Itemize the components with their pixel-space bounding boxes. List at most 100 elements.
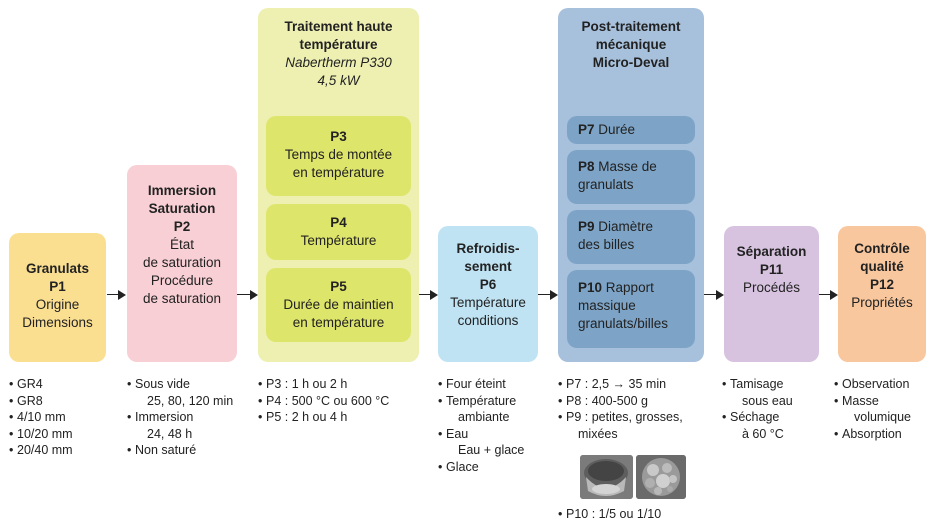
list-item: Glace (438, 459, 550, 476)
p3-line1: Temps de montée (284, 147, 393, 162)
list-item: P8 : 400-500 g (558, 393, 718, 410)
arrow-p6-p7 (538, 289, 558, 301)
p5-line1: Durée de maintien (283, 297, 394, 312)
separation-line1: Procédés (742, 280, 801, 295)
list-item: P7 : 2,5 → 35 min (558, 376, 718, 393)
mixed-balls-photo (636, 455, 686, 499)
post-title1: Post-traitement (581, 19, 681, 34)
list-item: Température (438, 393, 550, 410)
list-item-continuation: 24, 48 h (147, 426, 193, 441)
list-item: Observation (834, 376, 934, 393)
ball-bucket-photo (580, 455, 633, 499)
granulats-line2: Dimensions (22, 315, 93, 330)
p8-label: P8 Masse de (578, 158, 695, 176)
immersion-title1: Immersion (147, 183, 217, 198)
list-item: P5 : 2 h ou 4 h (258, 409, 428, 426)
p10-line3: granulats/billes (578, 316, 669, 331)
granulats-line1: Origine (35, 297, 80, 312)
separation-title: Séparation (736, 244, 807, 259)
post-traitement-list-bottom: P10 : 1/5 ou 1/10 (558, 506, 718, 523)
refroidissement-line1: Température (450, 295, 526, 310)
list-item-continuation: volumique (854, 410, 911, 425)
granulats-list: GR4 GR8 4/10 mm 10/20 mm 20/40 mm (9, 376, 109, 459)
controle-line1: Propriétés (851, 295, 913, 310)
separation-list: Tamisage sous eau Séchage à 60 °C (722, 376, 822, 442)
arrow-p1-p2 (107, 289, 126, 301)
p4-line1: Température (300, 233, 377, 248)
immersion-line4: de saturation (142, 291, 222, 306)
list-item: 4/10 mm (9, 409, 109, 426)
controle-title2: qualité (860, 259, 904, 274)
mixed-balls-photo-graphic (636, 455, 686, 499)
p10-line2: massique (578, 298, 636, 313)
list-item: GR8 (9, 393, 109, 410)
p9-line1: Diamètre (598, 219, 654, 234)
list-item: P10 : 1/5 ou 1/10 (558, 506, 718, 523)
p7-code: P7 (578, 122, 595, 137)
post-title3: Micro-Deval (592, 55, 670, 70)
list-item-continuation: à 60 °C (742, 426, 784, 441)
traitement-title2: température (299, 37, 378, 52)
refroidissement-title2: sement (464, 259, 512, 274)
list-item: Eau (438, 426, 550, 443)
p10-box: P10 Rapport massique granulats/billes (567, 270, 695, 348)
p7-label: P7 Durée (578, 121, 695, 139)
p5-box: P5 Durée de maintien en température (266, 268, 411, 342)
list-item: Tamisage (722, 376, 822, 393)
post-traitement-list: P7 : 2,5 → 35 min P8 : 400-500 g P9 : pe… (558, 376, 718, 442)
controle-box: Contrôle qualité P12 Propriétés (838, 226, 926, 362)
traitement-list: P3 : 1 h ou 2 h P4 : 500 °C ou 600 °C P5… (258, 376, 428, 426)
list-item: Immersion (127, 409, 249, 426)
granulats-title: Granulats (25, 261, 90, 276)
immersion-line2: de saturation (142, 255, 222, 270)
controle-title1: Contrôle (854, 241, 910, 256)
list-item: P9 : petites, grosses, (558, 409, 718, 426)
list-item: Sous vide (127, 376, 249, 393)
traitement-title1: Traitement haute (284, 19, 393, 34)
p3-box: P3 Temps de montée en température (266, 116, 411, 196)
p4-box: P4 Température (266, 204, 411, 260)
p8-box: P8 Masse de granulats (567, 150, 695, 204)
list-item-continuation: ambiante (458, 410, 510, 425)
p8-line2: granulats (578, 177, 634, 192)
arrow-p11-p12 (819, 289, 838, 301)
post-title2: mécanique (595, 37, 667, 52)
list-item: 10/20 mm (9, 426, 109, 443)
list-item: Absorption (834, 426, 934, 443)
p3-line2: en température (292, 165, 385, 180)
arrow-p10-p11 (704, 289, 724, 301)
immersion-box: Immersion Saturation P2 État de saturati… (127, 165, 237, 362)
list-item-continuation: sous eau (742, 393, 793, 408)
refroidissement-title1: Refroidis- (456, 241, 520, 256)
arrow-p5-p6 (419, 289, 438, 301)
immersion-line3: Procédure (150, 273, 214, 288)
arrow-p2-p3 (237, 289, 258, 301)
controle-code: P12 (869, 277, 895, 292)
list-item-continuation: 25, 80, 120 min (147, 393, 234, 408)
controle-list: Observation Masse volumique Absorption (834, 376, 934, 442)
granulats-box: Granulats P1 Origine Dimensions (9, 233, 106, 362)
p10-line1: Rapport (605, 280, 654, 295)
p10-code: P10 (578, 280, 603, 295)
refroidissement-line2: conditions (457, 313, 519, 328)
p5-line2: en température (292, 315, 385, 330)
refroidissement-list: Four éteint Température ambiante Eau Eau… (438, 376, 550, 476)
p9-box: P9 Diamètre des billes (567, 210, 695, 264)
list-item: Four éteint (438, 376, 550, 393)
separation-code: P11 (759, 262, 784, 277)
refroidissement-code: P6 (479, 277, 497, 292)
p8-line1: Masse de (598, 159, 657, 174)
p9-line2: des billes (578, 237, 635, 252)
p9-code: P9 (578, 219, 595, 234)
p8-code: P8 (578, 159, 595, 174)
list-item: P3 : 1 h ou 2 h (258, 376, 428, 393)
granulats-code: P1 (49, 279, 66, 294)
p9-label: P9 Diamètre (578, 218, 695, 236)
list-item-continuation: mixées (578, 426, 618, 441)
p7-line1: Durée (598, 122, 636, 137)
p7-box: P7 Durée (567, 116, 695, 144)
list-item: Séchage (722, 409, 822, 426)
immersion-title2: Saturation (148, 201, 216, 216)
list-item: Non saturé (127, 442, 249, 459)
list-item: Masse (834, 393, 934, 410)
